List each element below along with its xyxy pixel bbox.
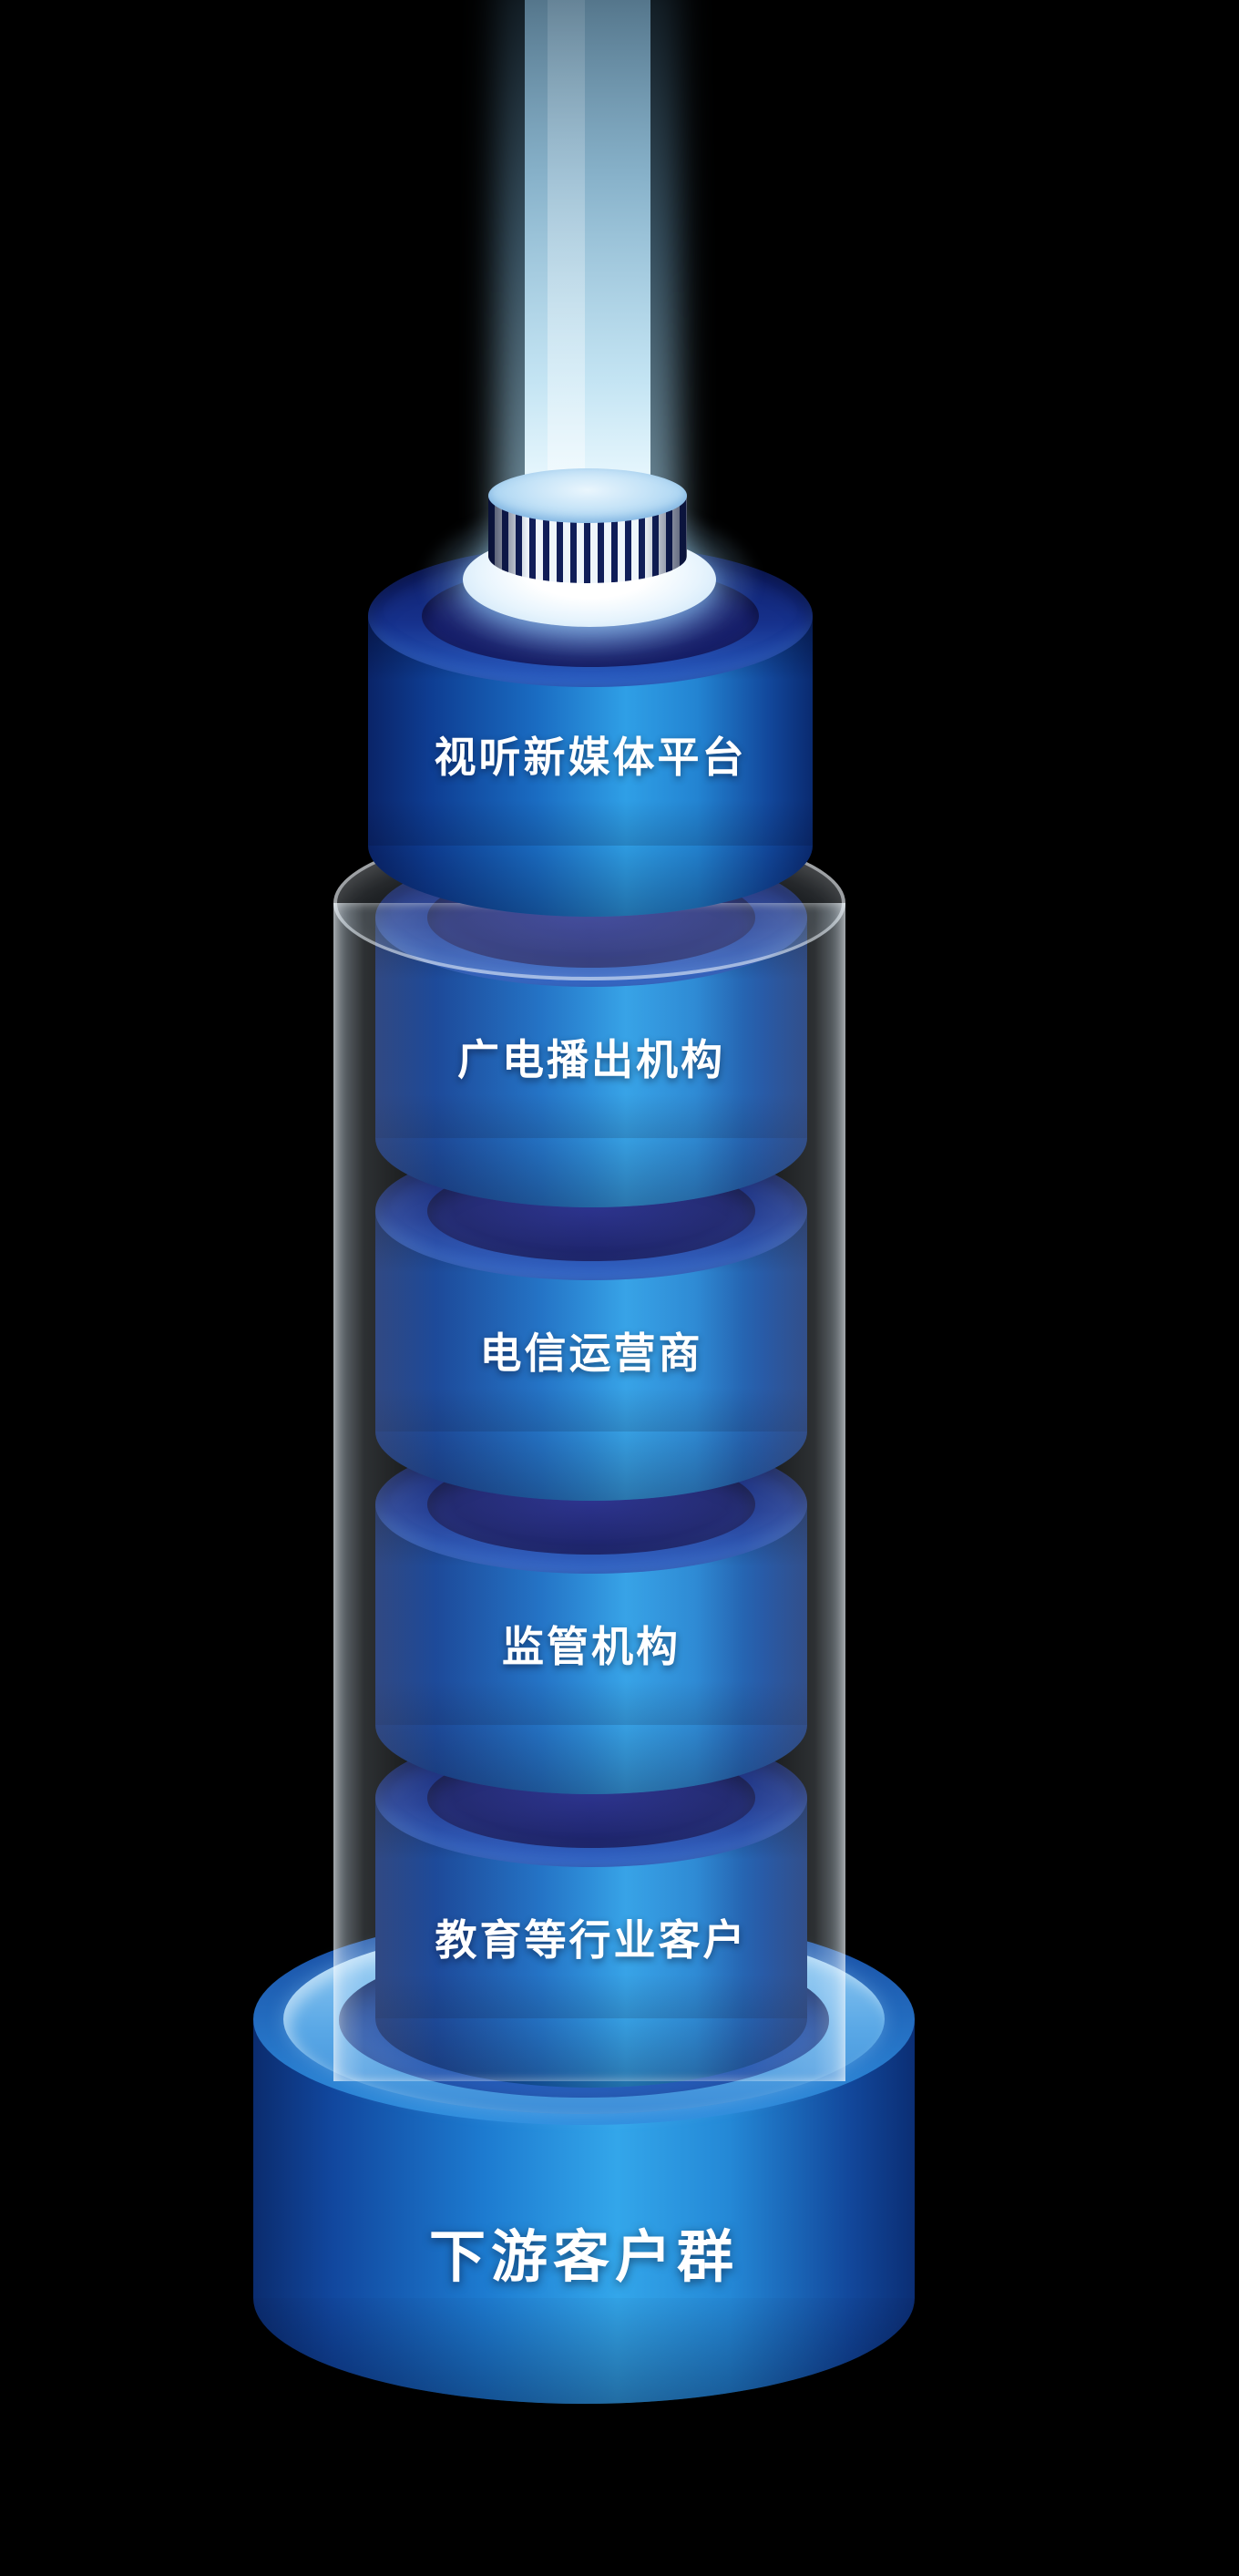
cylinder-label: 电信运营商 (479, 1329, 703, 1378)
cylinder-label: 视听新媒体平台 (434, 733, 747, 782)
cylinder-label: 监管机构 (502, 1622, 681, 1671)
cap-top-surface (488, 468, 687, 523)
cylinder-label: 教育等行业客户 (435, 1915, 748, 1965)
ribbed-cap (488, 468, 687, 607)
light-beam (525, 0, 650, 507)
cylinder-label: 广电播出机构 (457, 1035, 725, 1084)
base-label: 下游客户群 (428, 2223, 739, 2290)
